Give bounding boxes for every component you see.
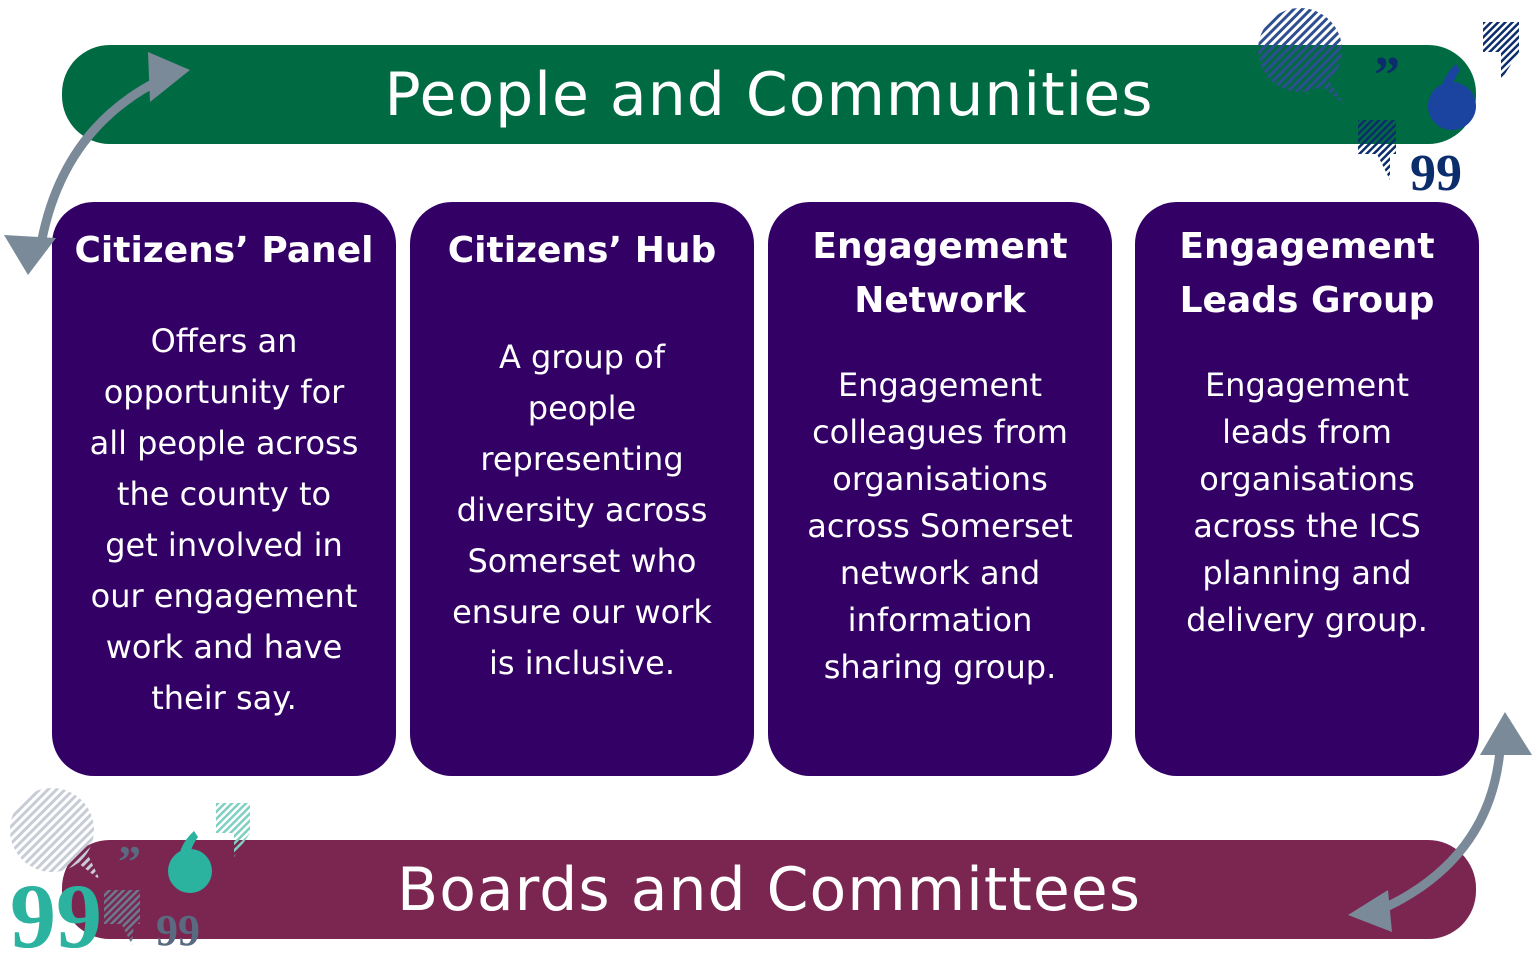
quote-mark-icon: ” 99 99: [10, 788, 250, 967]
card-title: Citizens’ Hub: [447, 230, 717, 271]
card-body: A group of people representing diversity…: [452, 338, 712, 682]
citizens-panel-card: Citizens’ Panel Offers an opportunity fo…: [52, 202, 396, 776]
card-title: Engagement Network: [812, 226, 1068, 321]
card-body: Offers an opportunity for all people acr…: [89, 322, 359, 717]
card-body: Engagement leads from organisations acro…: [1186, 366, 1428, 639]
card-body: Engagement colleagues from organisations…: [807, 366, 1073, 686]
boards-and-committees-band: Boards and Committees: [62, 840, 1476, 939]
speech-bubble-icon: ” 99: [1258, 8, 1519, 202]
svg-text:99: 99: [156, 906, 200, 955]
svg-text:”: ”: [118, 836, 141, 887]
card-title: Engagement Leads Group: [1179, 226, 1435, 321]
engagement-leads-group-card: Engagement Leads Group Engagement leads …: [1135, 202, 1479, 776]
citizens-hub-card: Citizens’ Hub A group of people represen…: [410, 202, 754, 776]
svg-text:99: 99: [10, 865, 102, 967]
svg-text:”: ”: [1374, 47, 1400, 104]
card-title: Citizens’ Panel: [74, 230, 374, 271]
svg-text:99: 99: [1410, 145, 1462, 202]
curved-double-arrow-icon: [4, 52, 190, 275]
engagement-network-card: Engagement Network Engagement colleagues…: [768, 202, 1112, 776]
people-and-communities-band: People and Communities: [62, 45, 1476, 144]
curved-double-arrow-icon: [1348, 712, 1532, 932]
